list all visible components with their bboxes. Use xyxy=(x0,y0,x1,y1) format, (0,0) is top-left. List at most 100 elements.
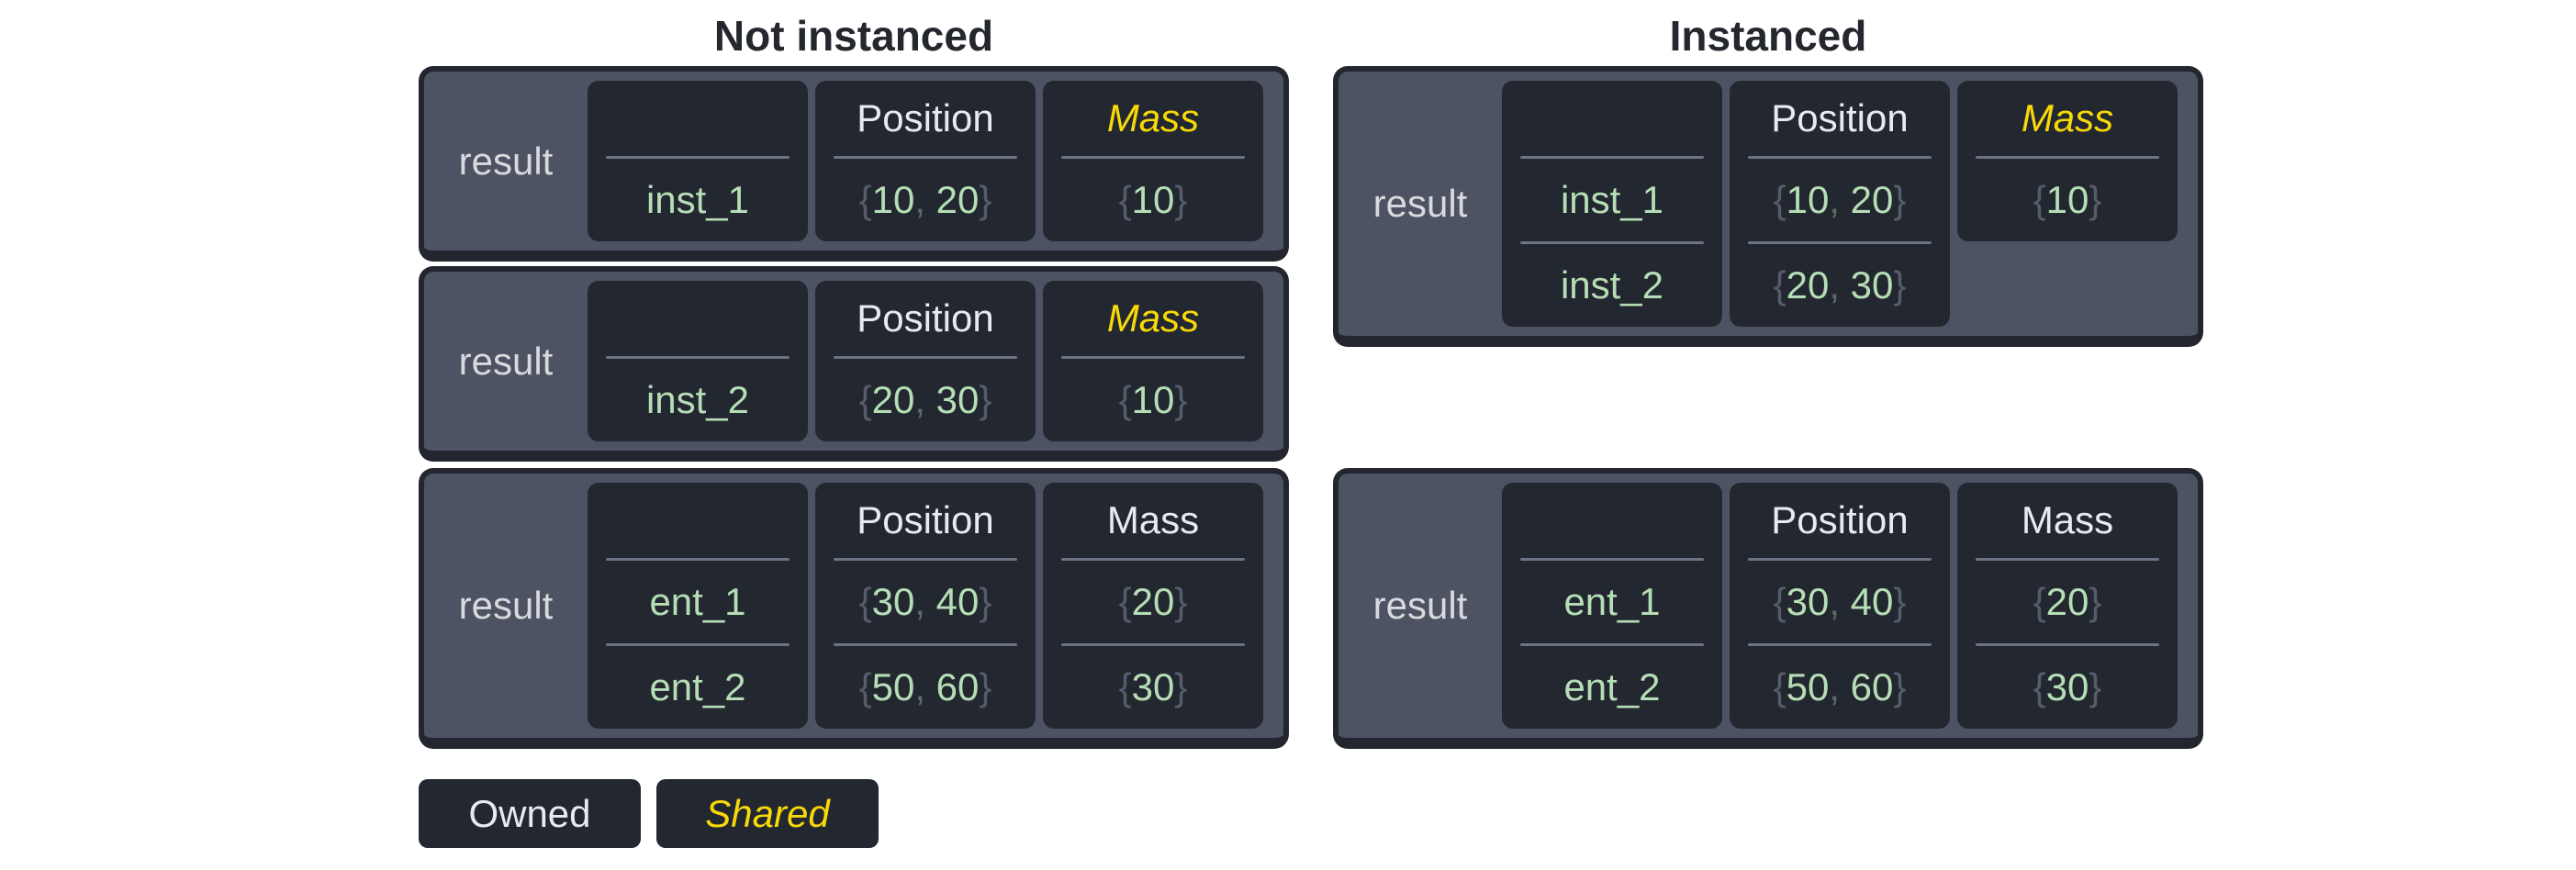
row-divider xyxy=(1520,156,1704,159)
close-brace: } xyxy=(1174,178,1188,221)
component-value-row: {20, 30} xyxy=(1730,244,1950,327)
query-result-table: result inst_1 inst_2 Position {10, 20}{20, 3… xyxy=(1333,66,2203,347)
row-divider xyxy=(1748,643,1932,646)
open-brace: { xyxy=(858,178,872,221)
result-label: result xyxy=(1372,584,1468,627)
value-number: 50 xyxy=(1786,665,1830,708)
row-divider xyxy=(834,156,1017,159)
component-value-row: {10, 20} xyxy=(815,159,1036,241)
entity-name: inst_2 xyxy=(645,378,750,421)
close-brace: } xyxy=(1893,263,1907,307)
value-number: 20 xyxy=(871,378,915,421)
row-divider xyxy=(606,356,790,359)
column-cell-position: Position {20, 30} xyxy=(815,281,1036,441)
row-divider xyxy=(1976,156,2159,159)
close-brace: } xyxy=(2089,178,2102,221)
column-header-position: Position xyxy=(857,498,994,541)
entity-row: ent_1 xyxy=(1502,561,1722,643)
close-brace: } xyxy=(1174,665,1188,708)
column-header-entity xyxy=(1502,81,1722,156)
legend-chip-shared: Shared xyxy=(656,779,879,848)
component-value-row: {20} xyxy=(1957,561,2178,643)
value-number: 30 xyxy=(871,580,915,623)
column-header-mass: Mass xyxy=(1106,96,1200,139)
entity-row: inst_2 xyxy=(588,359,808,441)
close-brace: } xyxy=(979,178,992,221)
column-cell-position: Position{10, 20} xyxy=(815,81,1036,241)
row-divider xyxy=(606,643,790,646)
entity-row: ent_2 xyxy=(588,646,808,729)
open-brace: { xyxy=(2033,665,2046,708)
component-value-row: {30} xyxy=(1957,646,2178,729)
column-cell-mass: Mass{10} xyxy=(1957,81,2178,241)
value-number: 20 xyxy=(1850,178,1894,221)
result-label-zone: result xyxy=(1338,474,1502,738)
open-brace: { xyxy=(1118,378,1132,421)
value-number: 20 xyxy=(1131,580,1175,623)
value-number: 10 xyxy=(1131,178,1175,221)
close-brace: } xyxy=(979,378,992,421)
open-brace: { xyxy=(1773,178,1786,221)
result-label: result xyxy=(458,139,554,183)
close-brace: } xyxy=(2089,665,2102,708)
section-title-instanced: Instanced xyxy=(1669,12,1867,60)
component-value-row: {30, 40} xyxy=(815,561,1036,643)
open-brace: { xyxy=(858,378,872,421)
component-value-row: {10} xyxy=(1043,159,1263,241)
row-divider xyxy=(1748,241,1932,244)
open-brace: { xyxy=(1118,178,1132,221)
value-number: 10 xyxy=(1131,378,1175,421)
value-comma: , xyxy=(914,178,936,221)
component-value-row: {10, 20} xyxy=(1730,159,1950,241)
entity-row: inst_1 xyxy=(1502,159,1722,241)
section-title-not-instanced: Not instanced xyxy=(713,12,994,60)
open-brace: { xyxy=(1118,580,1132,623)
column-header-mass: Mass xyxy=(1106,296,1200,340)
entity-row: ent_1 xyxy=(588,561,808,643)
column-header-position: Position xyxy=(1771,96,1909,139)
component-value-row: {50, 60} xyxy=(815,646,1036,729)
open-brace: { xyxy=(2033,580,2046,623)
component-value-row: {20} xyxy=(1043,561,1263,643)
value-number: 20 xyxy=(935,178,980,221)
value-number: 30 xyxy=(1131,665,1175,708)
component-value-row: {30} xyxy=(1043,646,1263,729)
value-number: 30 xyxy=(935,378,980,421)
row-divider xyxy=(1061,558,1245,561)
close-brace: } xyxy=(1174,378,1188,421)
column-header-entity xyxy=(1502,483,1722,558)
row-divider xyxy=(834,356,1017,359)
value-number: 30 xyxy=(1850,263,1894,307)
value-comma: , xyxy=(914,665,936,708)
entity-row: inst_2 xyxy=(1502,244,1722,327)
row-divider xyxy=(1748,156,1932,159)
value-number: 20 xyxy=(1786,263,1830,307)
column-header-position: Position xyxy=(857,296,994,340)
open-brace: { xyxy=(1773,263,1786,307)
value-comma: , xyxy=(914,580,936,623)
column-cell-position: Position {30, 40}{50, 60} xyxy=(815,483,1036,729)
row-divider xyxy=(606,558,790,561)
column-header-mass: Mass xyxy=(2021,96,2114,139)
row-divider xyxy=(606,156,790,159)
close-brace: } xyxy=(979,665,992,708)
value-number: 40 xyxy=(1850,580,1894,623)
component-value-row: {30, 40} xyxy=(1730,561,1950,643)
row-divider xyxy=(1520,643,1704,646)
entity-name: ent_1 xyxy=(649,580,746,623)
entity-name: ent_1 xyxy=(1563,580,1661,623)
result-label-zone: result xyxy=(1338,72,1502,336)
component-value-row: {20, 30} xyxy=(815,359,1036,441)
value-comma: , xyxy=(1829,665,1851,708)
column-cell-position: Position{30, 40}{50, 60} xyxy=(1730,483,1950,729)
result-label: result xyxy=(458,584,554,627)
value-number: 50 xyxy=(871,665,915,708)
result-label: result xyxy=(1372,182,1468,225)
entity-name: inst_1 xyxy=(1560,178,1664,221)
